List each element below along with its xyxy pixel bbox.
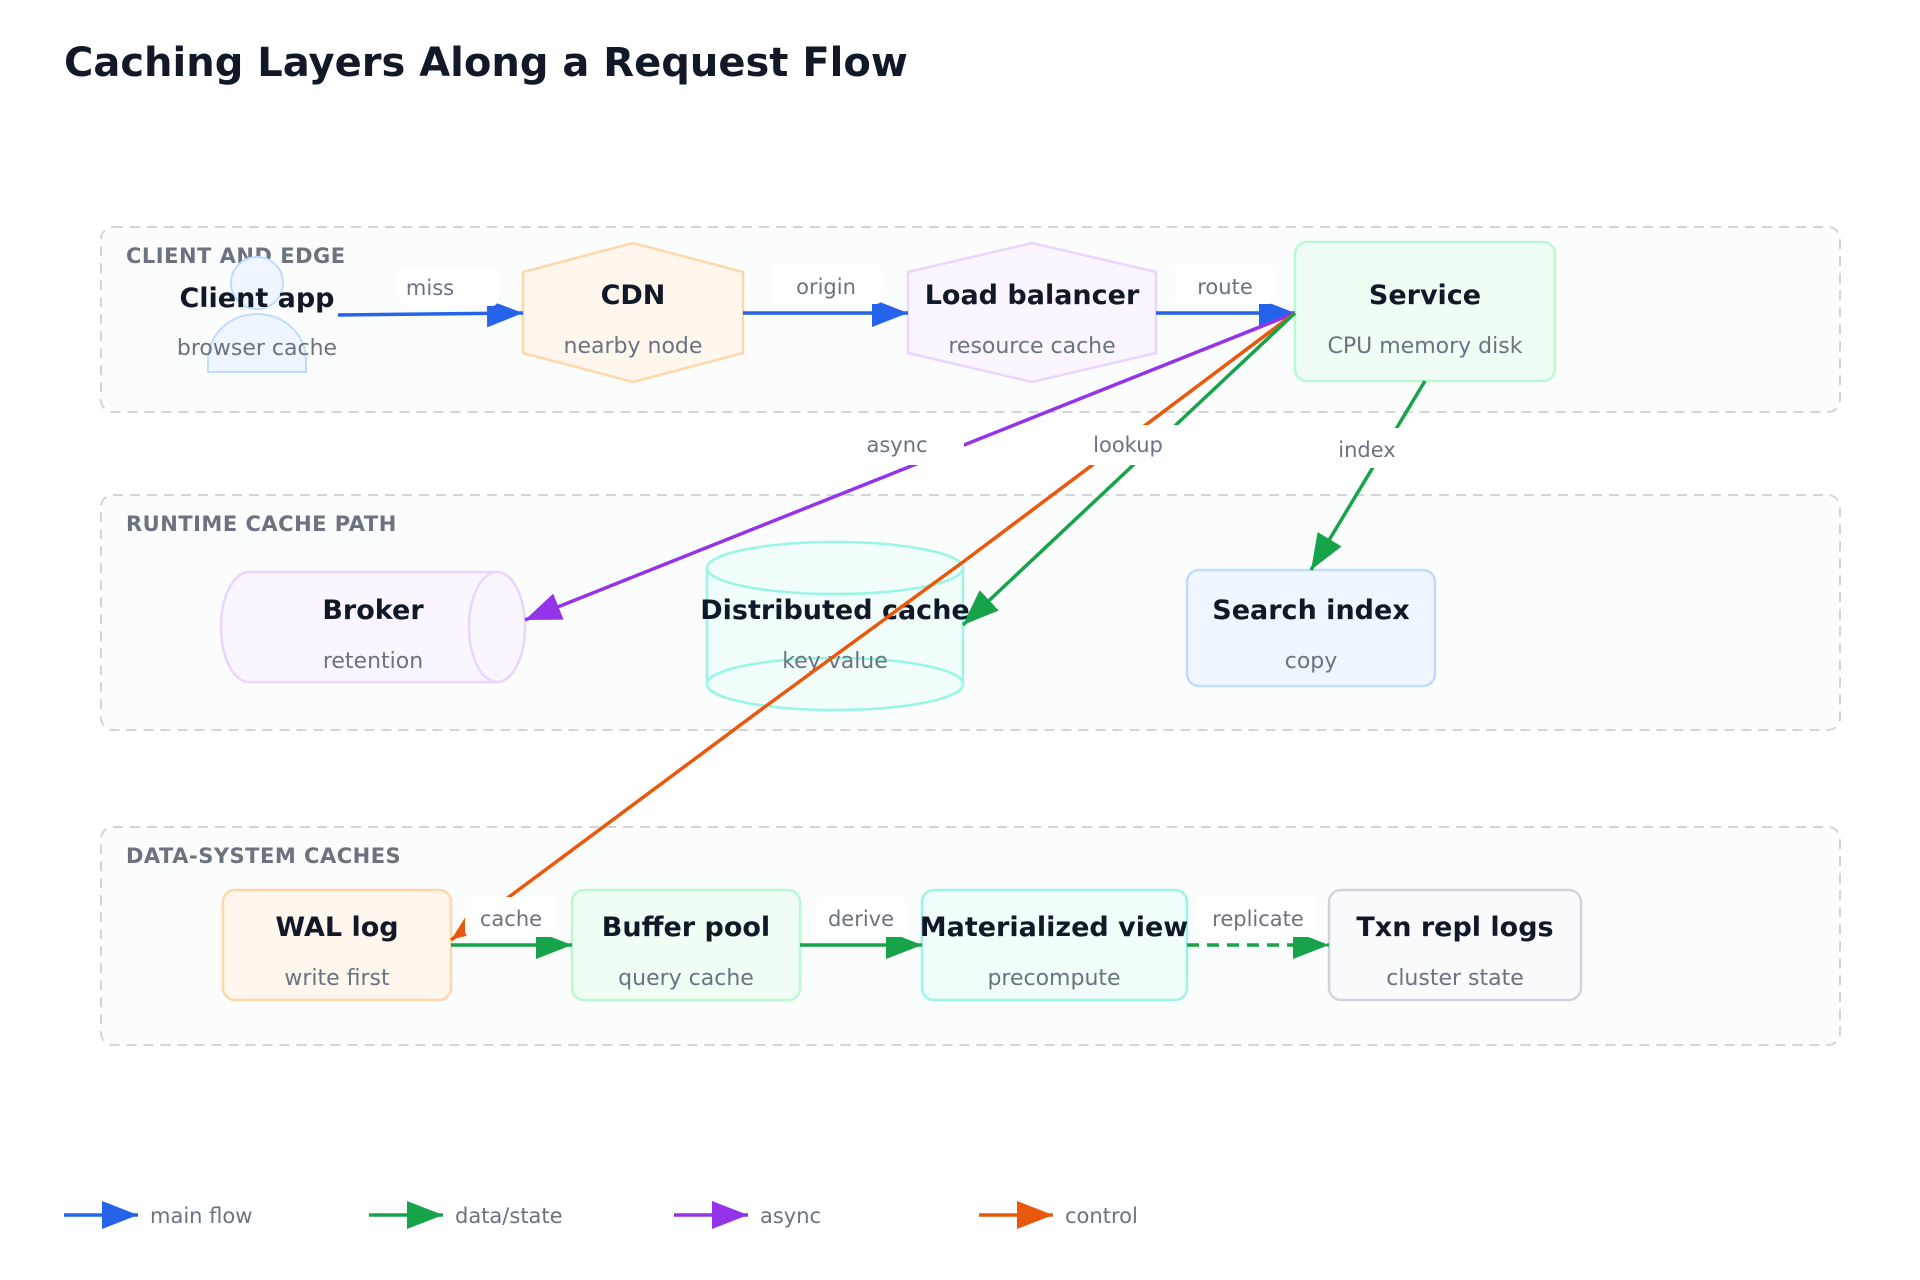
node-wal-log-subtitle: write first [284, 966, 390, 991]
node-search-index[interactable]: Search index copy [1185, 568, 1437, 688]
edge-cdn-lb[interactable]: origin [743, 264, 908, 327]
user-icon [207, 256, 307, 373]
node-cdn-subtitle: nearby node [564, 334, 703, 359]
node-broker-subtitle: retention [323, 649, 423, 674]
node-materialized-view-title: Materialized view [920, 912, 1188, 943]
node-wal-log-title: WAL log [275, 912, 398, 943]
node-buffer-pool-title: Buffer pool [602, 912, 770, 943]
edge-client-cdn[interactable]: miss [337, 266, 524, 328]
node-broker[interactable]: Broker retention [219, 570, 527, 684]
edge-label-origin: origin [796, 275, 856, 299]
edge-label-miss: miss [406, 276, 454, 300]
legend-item-control: control [979, 1201, 1138, 1229]
legend-item-data: data/state [369, 1201, 563, 1229]
edge-service-search[interactable]: index [1309, 380, 1427, 571]
node-service[interactable]: Service CPU memory disk [1293, 240, 1557, 383]
node-cdn[interactable]: CDN nearby node [521, 241, 745, 384]
edge-buffer-mview[interactable]: derive [800, 897, 922, 959]
node-search-index-title: Search index [1212, 595, 1409, 626]
node-broker-title: Broker [322, 595, 424, 626]
edge-label-route: route [1197, 275, 1252, 299]
node-service-title: Service [1369, 280, 1481, 311]
edge-label-lookup: lookup [1093, 433, 1163, 457]
legend-label-main: main flow [150, 1204, 252, 1228]
edge-mview-txn[interactable]: replicate [1187, 897, 1329, 959]
legend-label-data: data/state [455, 1204, 563, 1228]
legend-label-async: async [760, 1204, 821, 1228]
node-txn-repl-logs[interactable]: Txn repl logs cluster state [1327, 888, 1583, 1002]
node-buffer-pool[interactable]: Buffer pool query cache [570, 888, 802, 1002]
node-search-index-subtitle: copy [1285, 649, 1338, 674]
node-materialized-view-subtitle: precompute [987, 966, 1120, 991]
group-label-data-system: DATA-SYSTEM CACHES [126, 844, 401, 868]
edge-wal-buffer[interactable]: cache [451, 897, 572, 959]
legend-label-control: control [1065, 1204, 1138, 1228]
edge-label-async: async [866, 433, 927, 457]
node-materialized-view[interactable]: Materialized view precompute [920, 888, 1189, 1002]
legend: main flow data/state async control [64, 1201, 1138, 1229]
edge-service-dcache[interactable]: lookup [961, 311, 1297, 627]
edge-service-broker[interactable]: async [524, 311, 1296, 622]
node-distributed-cache-subtitle: key value [782, 649, 888, 674]
legend-item-main: main flow [64, 1201, 252, 1229]
node-distributed-cache[interactable]: Distributed cache key value [700, 540, 970, 712]
node-load-balancer[interactable]: Load balancer resource cache [906, 241, 1158, 384]
node-client-app-title: Client app [179, 283, 334, 314]
edge-label-cache: cache [480, 907, 542, 931]
group-label-runtime: RUNTIME CACHE PATH [126, 512, 397, 536]
node-txn-repl-logs-title: Txn repl logs [1356, 912, 1553, 943]
legend-item-async: async [674, 1201, 821, 1229]
edge-label-replicate: replicate [1212, 907, 1304, 931]
node-cdn-title: CDN [601, 280, 666, 311]
edge-label-derive: derive [828, 907, 894, 931]
node-client-app[interactable]: Client app browser cache [177, 256, 337, 373]
node-client-app-subtitle: browser cache [177, 336, 337, 361]
node-txn-repl-logs-subtitle: cluster state [1386, 966, 1524, 991]
node-buffer-pool-subtitle: query cache [618, 966, 754, 991]
edge-label-index: index [1338, 438, 1395, 462]
node-load-balancer-subtitle: resource cache [948, 334, 1115, 359]
diagram-title: Caching Layers Along a Request Flow [64, 40, 908, 86]
node-load-balancer-title: Load balancer [925, 280, 1140, 311]
group-label-client-edge: CLIENT AND EDGE [126, 244, 346, 268]
node-service-subtitle: CPU memory disk [1328, 334, 1523, 359]
edge-lb-service[interactable]: route [1156, 264, 1295, 327]
node-distributed-cache-title: Distributed cache [700, 595, 969, 626]
node-wal-log[interactable]: WAL log write first [221, 888, 453, 1002]
